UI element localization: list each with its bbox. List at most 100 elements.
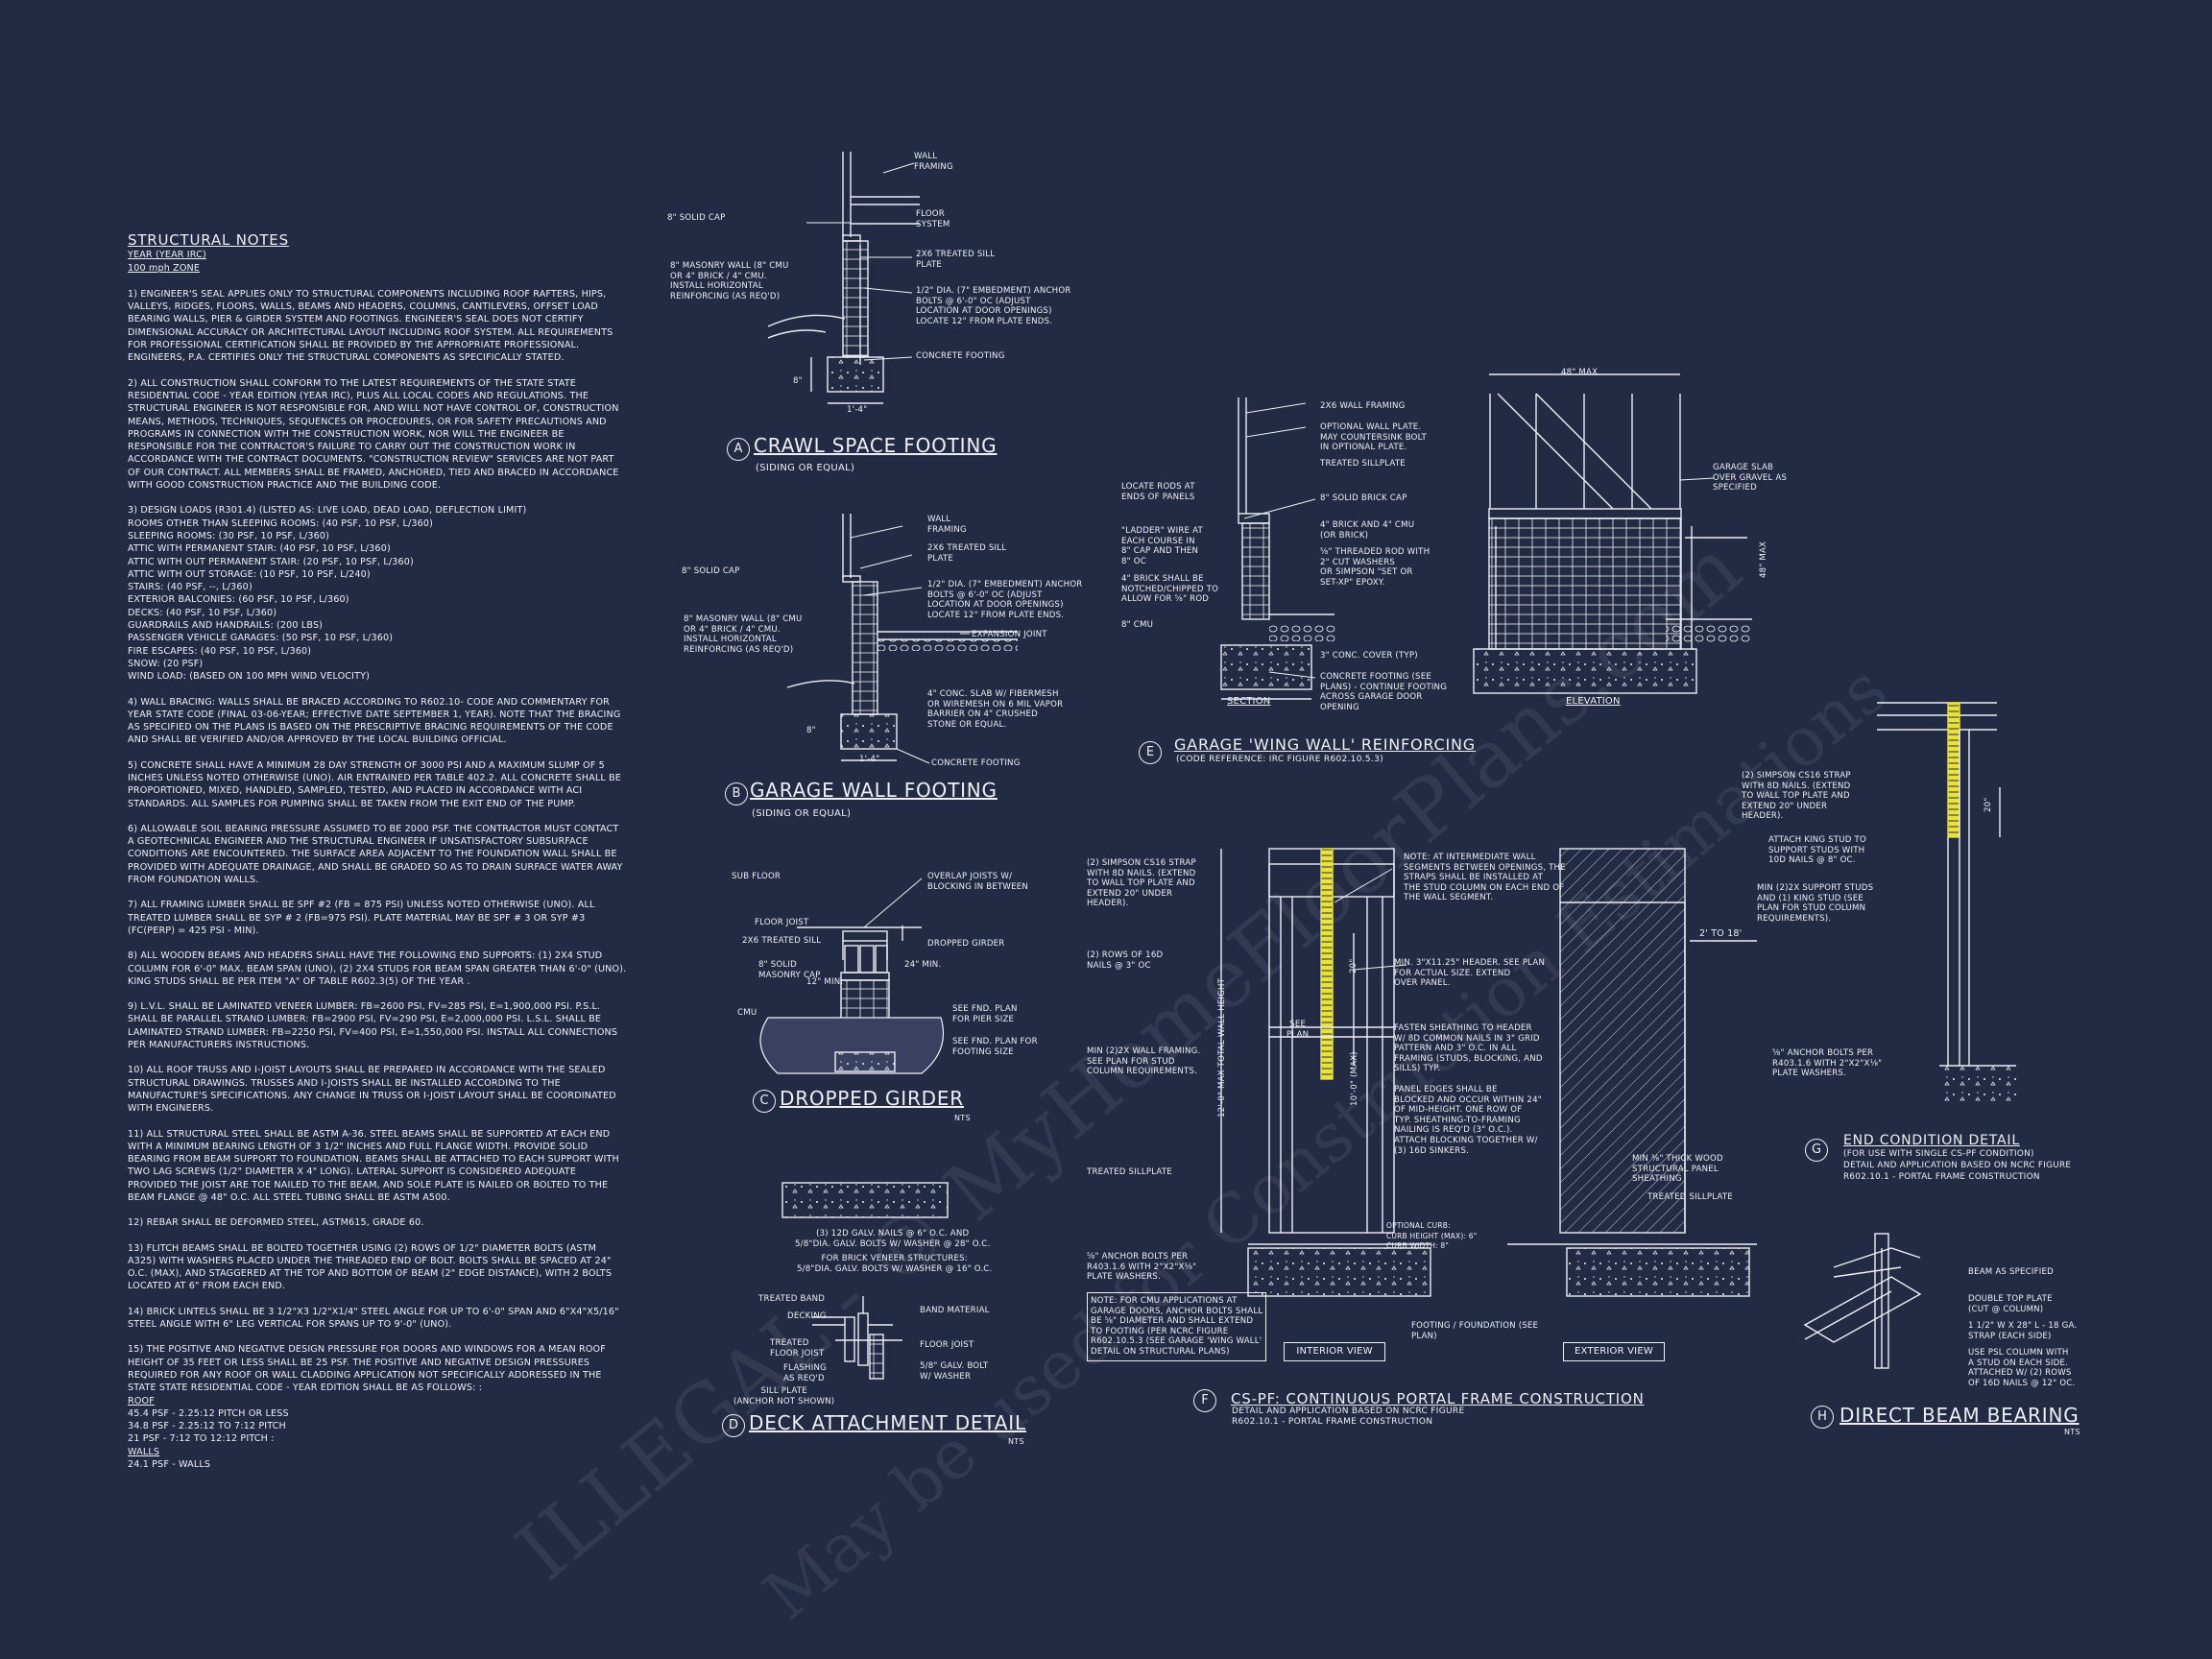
label: 8" SOLID CAP bbox=[682, 566, 740, 576]
label: 1 1/2" W x 28" L - 18 GA. STRAP (EACH SI… bbox=[1968, 1321, 2078, 1341]
label: (2) SIMPSON CS16 STRAP WITH 8d NAILS. (E… bbox=[1742, 771, 1851, 822]
label: TREATED SILLPLATE bbox=[1087, 1167, 1172, 1177]
detail-h-drawing bbox=[1803, 1233, 1922, 1369]
label: 4" CONC. SLAB w/ FIBERMESH OR WIREMESH O… bbox=[927, 689, 1064, 730]
label: MIN. 3"x11.25" HEADER. SEE PLAN FOR ACTU… bbox=[1394, 958, 1546, 989]
detail-a-title: CRAWL SPACE FOOTING bbox=[754, 434, 998, 457]
label: SEE PLAN bbox=[1286, 1020, 1310, 1040]
detail-g-subtitle-1: (FOR USE WITH SINGLE CS-PF CONDITION) bbox=[1843, 1149, 2034, 1159]
label: 1/2" DIA. (7" EMBEDMENT) ANCHOR BOLTS @ … bbox=[927, 580, 1083, 620]
label: WALL FRAMING bbox=[914, 152, 953, 172]
label: CONCRETE FOOTING bbox=[931, 758, 1021, 768]
label: 2x6 WALL FRAMING bbox=[1320, 401, 1406, 411]
label: ⅝" ANCHOR BOLTS PER R403.1.6 WITH 2"x2"x… bbox=[1772, 1048, 1883, 1079]
label: ATTACH KING STUD TO SUPPORT STUDS WITH 1… bbox=[1768, 835, 1866, 866]
detail-tag-g: G bbox=[1805, 1139, 1828, 1162]
label: OPTIONAL CURB: CURB HEIGHT (MAX): 6" CUR… bbox=[1386, 1221, 1478, 1251]
label: SEE FND. PLAN FOR FOOTING SIZE bbox=[952, 1037, 1038, 1057]
load-item: DECKS: (40 PSF, 10 PSF, L/360) bbox=[128, 607, 277, 618]
interior-view-box: INTERIOR VIEW bbox=[1284, 1342, 1385, 1361]
walls-line: 24.1 PSF - WALLS bbox=[128, 1459, 211, 1471]
label: 1/2" DIA. (7" EMBEDMENT) ANCHOR BOLTS @ … bbox=[916, 286, 1071, 326]
note-3-title: 3) DESIGN LOADS (R301.4) (LISTED AS: LIV… bbox=[128, 505, 527, 517]
detail-b-subtitle: (SIDING OR EQUAL) bbox=[752, 808, 852, 819]
detail-tag-c: C bbox=[753, 1090, 776, 1113]
walls-label: WALLS bbox=[128, 1446, 160, 1457]
label: FLOOR JOIST bbox=[755, 918, 809, 927]
note-13: 13) FLITCH BEAMS SHALL BE BOLTED TOGETHE… bbox=[128, 1242, 613, 1292]
note-15: 15) THE POSITIVE AND NEGATIVE DESIGN PRE… bbox=[128, 1344, 606, 1394]
detail-e-section-drawing bbox=[1220, 397, 1336, 700]
load-item: ATTIC WITH OUT STORAGE: (10 PSF, 10 PSF,… bbox=[128, 568, 371, 580]
label: 2x6 TREATED SILL bbox=[742, 936, 822, 946]
label: 3" CONC. COVER (TYP) bbox=[1320, 651, 1418, 661]
roof-line: 45.4 PSF - 2.25:12 PITCH OR LESS bbox=[128, 1407, 289, 1419]
label: TREATED SILLPLATE bbox=[1320, 459, 1406, 469]
note-2: 2) ALL CONSTRUCTION SHALL CONFORM TO THE… bbox=[128, 377, 619, 492]
label: 2' TO 18' bbox=[1699, 928, 1743, 939]
label: 4" BRICK SHALL BE NOTCHED/CHIPPED TO ALL… bbox=[1121, 574, 1219, 605]
detail-g-subtitle-3: R602.10.1 - PORTAL FRAME CONSTRUCTION bbox=[1843, 1172, 2040, 1182]
detail-e-elevation-drawing bbox=[1473, 373, 1752, 694]
detail-tag-b: B bbox=[725, 782, 748, 805]
detail-e-subtitle: (CODE REFERENCE: IRC FIGURE R602.10.5.3) bbox=[1176, 755, 1383, 764]
detail-g-title: END CONDITION DETAIL bbox=[1843, 1133, 2020, 1148]
label: FASTEN SHEATHING TO HEADER W/ 8d COMMON … bbox=[1394, 1023, 1543, 1074]
notes-year: YEAR (YEAR IRC) bbox=[128, 250, 206, 261]
label: ⅝" ANCHOR BOLTS PER R403.1.6 WITH 2"x2"x… bbox=[1087, 1252, 1197, 1283]
label: TREATED BAND bbox=[758, 1294, 826, 1304]
label: 8" SOLID MASONRY CAP bbox=[758, 960, 821, 980]
label: 5/8" GALV. BOLT W/ WASHER bbox=[920, 1361, 989, 1382]
label: DOUBLE TOP PLATE (CUT @ COLUMN) bbox=[1968, 1294, 2053, 1314]
load-item: SLEEPING ROOMS: (30 PSF, 10 PSF, L/360) bbox=[128, 530, 329, 541]
label: (3) 12d GALV. NAILS @ 6" O.C. AND 5/8"di… bbox=[795, 1229, 991, 1249]
load-item: ROOMS OTHER THAN SLEEPING ROOMS: (40 PSF… bbox=[128, 517, 433, 529]
detail-d-title: DECK ATTACHMENT DETAIL bbox=[749, 1411, 1026, 1434]
detail-tag-h: H bbox=[1811, 1406, 1834, 1429]
label: 2x6 TREATED SILL PLATE bbox=[927, 543, 1007, 564]
load-item: PASSENGER VEHICLE GARAGES: (50 PSF, 10 P… bbox=[128, 633, 394, 644]
note-4: 4) WALL BRACING: WALLS SHALL BE BRACED A… bbox=[128, 696, 621, 746]
detail-h-title: DIRECT BEAM BEARING bbox=[1839, 1404, 2080, 1427]
label: 48" MAX bbox=[1759, 541, 1768, 578]
label: CONCRETE FOOTING (SEE PLANS) - CONTINUE … bbox=[1320, 672, 1448, 712]
detail-f-exterior-drawing bbox=[1507, 848, 1757, 1297]
label: 8" CMU bbox=[1121, 620, 1154, 630]
load-item: ATTIC WITH PERMANENT STAIR: (40 PSF, 10 … bbox=[128, 543, 391, 555]
label: 8" bbox=[793, 376, 803, 386]
load-item: WIND LOAD: (BASED ON 100 MPH WIND VELOCI… bbox=[128, 671, 371, 683]
label: 1'-4" bbox=[859, 755, 880, 764]
exterior-view-box: EXTERIOR VIEW bbox=[1563, 1342, 1665, 1361]
label: FLOOR SYSTEM bbox=[916, 209, 950, 229]
note-8: 8) ALL WOODEN BEAMS AND HEADERS SHALL HA… bbox=[128, 950, 627, 987]
label: FLASHING AS REQ'D bbox=[783, 1363, 827, 1383]
detail-d-drawing bbox=[781, 1182, 949, 1380]
label: CONCRETE FOOTING bbox=[916, 351, 1005, 361]
label: OPTIONAL WALL PLATE. MAY COUNTERSINK BOL… bbox=[1320, 422, 1427, 453]
detail-c-nts: NTS bbox=[954, 1114, 971, 1122]
detail-g-drawing bbox=[1877, 702, 2016, 1104]
label: MIN ⅜" THICK WOOD STRUCTURAL PANEL SHEAT… bbox=[1632, 1154, 1723, 1185]
load-item: FIRE ESCAPES: (40 PSF, 10 PSF, L/360) bbox=[128, 645, 312, 657]
label: ELEVATION bbox=[1566, 696, 1621, 707]
label: SECTION bbox=[1227, 696, 1271, 707]
detail-tag-e: E bbox=[1139, 741, 1162, 764]
detail-f-title: CS-PF: CONTINUOUS PORTAL FRAME CONSTRUCT… bbox=[1231, 1390, 1645, 1407]
label: FOR BRICK VENEER STRUCTURES: 5/8"dia. GA… bbox=[797, 1254, 993, 1274]
roof-line: 21 PSF - 7:12 TO 12:12 PITCH : bbox=[128, 1433, 275, 1445]
load-item: ATTIC WITH OUT PERMANENT STAIR: (20 PSF,… bbox=[128, 556, 414, 567]
detail-tag-f: F bbox=[1193, 1389, 1216, 1412]
label: OVERLAP JOISTS W/ BLOCKING IN BETWEEN bbox=[927, 872, 1028, 892]
label: USE PSL COLUMN WITH A STUD ON EACH SIDE.… bbox=[1968, 1348, 2076, 1388]
label: MIN (2)2X SUPPORT STUDS AND (1) KING STU… bbox=[1757, 883, 1874, 924]
label: (2) ROWS OF 16d NAILS @ 3" OC bbox=[1087, 950, 1164, 971]
label: 24" MIN. bbox=[904, 960, 942, 970]
design-loads-list: ROOMS OTHER THAN SLEEPING ROOMS: (40 PSF… bbox=[128, 517, 627, 684]
note-7: 7) ALL FRAMING LUMBER SHALL BE SPF #2 (F… bbox=[128, 900, 595, 936]
note-6: 6) ALLOWABLE SOIL BEARING PRESSURE ASSUM… bbox=[128, 823, 623, 886]
label: MIN (2)2X WALL FRAMING. SEE PLAN FOR STU… bbox=[1087, 1046, 1201, 1077]
label: 8" MASONRY WALL (8" CMU OR 4" BRICK / 4"… bbox=[670, 261, 789, 301]
label: 8" SOLID CAP bbox=[667, 213, 726, 223]
label: ⅝" THREADED ROD WITH 2" CUT WASHERS OR S… bbox=[1320, 547, 1431, 588]
label: FLOOR JOIST bbox=[920, 1340, 974, 1350]
